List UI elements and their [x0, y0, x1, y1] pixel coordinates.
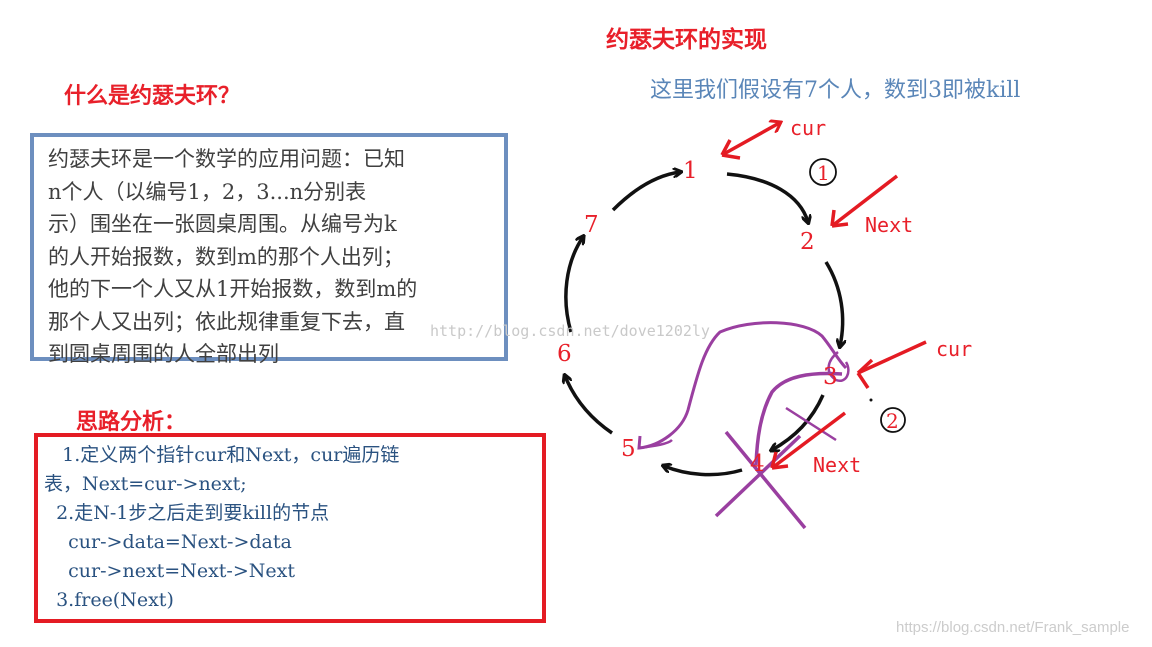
cur-pointer-top [721, 122, 781, 157]
cross-mark-b [714, 434, 802, 518]
relink-tail [638, 439, 673, 450]
analysis-line: cur->next=Next->Next [44, 560, 295, 582]
analysis-line: 1.定义两个指针cur和Next，cur遍历链 [44, 444, 400, 466]
arrow-6-to-7 [564, 237, 583, 333]
arrow-4-to-5 [664, 466, 743, 477]
step-mark-2: 2 [886, 409, 899, 433]
next-label-top: Next [865, 213, 913, 237]
analysis-heading: 思路分析： [76, 409, 187, 435]
definition-line: 他的下一个人又从1开始报数，数到m的 [48, 277, 418, 301]
analysis-line: 3.free(Next) [44, 589, 174, 611]
node-4: 4 [750, 451, 765, 477]
cross-mark-a [724, 430, 807, 530]
node-5: 5 [621, 436, 636, 462]
watermark-corner: https://blog.csdn.net/Frank_sample [896, 619, 1130, 636]
definition-line: 到圆桌周围的人全部出列 [48, 342, 279, 366]
analysis-line: 2.走N-1步之后走到要kill的节点 [44, 502, 330, 524]
definition-line: 示）围坐在一张圆桌周围。从编号为k [48, 212, 397, 236]
definition-box: 约瑟夫环是一个数学的应用问题：已知 n个人（以编号1，2，3...n分别表 示）… [30, 133, 508, 366]
arrow-2-to-3 [824, 261, 843, 346]
analysis-line: cur->data=Next->data [44, 531, 292, 553]
node-1: 1 [683, 158, 698, 184]
analysis-box: 1.定义两个指针cur和Next，cur遍历链 表，Next=cur->next… [34, 433, 546, 623]
arrow-3-to-4 [772, 394, 825, 450]
arrow-1-to-2 [726, 172, 808, 222]
node-6: 6 [557, 341, 572, 367]
cur-pointer-bottom-head [856, 358, 874, 389]
node-2: 2 [800, 229, 815, 255]
step-circle-1 [809, 158, 837, 186]
next-pointer-bottom-head [770, 451, 789, 470]
strike-mark [785, 406, 837, 442]
next-pointer-top [830, 174, 899, 228]
definition-line: n个人（以编号1，2，3...n分别表 [48, 179, 367, 204]
next-pointer-top-head [830, 209, 849, 228]
step-mark-1: 1 [817, 161, 830, 185]
analysis-line: 表，Next=cur->next; [44, 473, 247, 495]
definition-line: 的人开始报数，数到m的那个人出列； [48, 244, 404, 269]
arrow-7-to-1 [611, 172, 680, 212]
node-7: 7 [584, 212, 599, 238]
relink-scribble [637, 321, 848, 450]
node-3: 3 [823, 364, 838, 390]
definition-line: 那个人又出列；依此规律重复下去，直 [48, 309, 405, 334]
dot-mark [869, 398, 873, 402]
relink-3-to-4 [754, 371, 843, 466]
definition-line: 约瑟夫环是一个数学的应用问题：已知 [48, 147, 405, 171]
cur-label-bottom: cur [936, 337, 972, 361]
page-subtitle: 这里我们假设有7个人，数到3即被kill [650, 78, 1021, 103]
cur-pointer-bottom [857, 340, 927, 375]
step-circle-2 [880, 407, 906, 433]
next-label-bottom: Next [813, 453, 861, 477]
relink-3-swirl [827, 351, 850, 383]
watermark-middle: http://blog.csdn.net/dove1202ly [430, 322, 710, 340]
cur-label-top: cur [790, 116, 826, 140]
arrow-5-to-6 [565, 376, 613, 435]
cur-pointer-top-head [720, 139, 741, 160]
page-title: 约瑟夫环的实现 [606, 26, 767, 53]
definition-heading: 什么是约瑟夫环？ [64, 83, 241, 109]
next-pointer-bottom [770, 411, 847, 470]
